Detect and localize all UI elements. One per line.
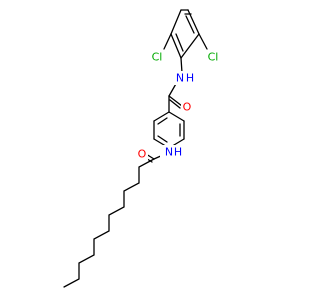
svg-text:O: O [138, 148, 147, 161]
svg-text:Cl: Cl [208, 51, 219, 64]
molecule-structure-diagram: Cl Cl N H O N H O [63, 9, 223, 288]
atom-n-top: N H [174, 71, 196, 85]
carbonyl-top [168, 95, 183, 109]
dichlorophenyl-ring [170, 9, 200, 59]
svg-text:N: N [165, 146, 173, 159]
atom-cl-left: Cl [147, 50, 167, 64]
svg-text:H: H [186, 72, 194, 85]
svg-text:O: O [183, 101, 192, 114]
atom-n-bottom: N H [160, 145, 182, 159]
atom-cl-right: Cl [203, 50, 223, 64]
svg-text:Cl: Cl [152, 51, 163, 64]
bond-cl-left [163, 33, 172, 50]
bond-cl-right [198, 33, 208, 50]
alkyl-chain [63, 158, 155, 288]
svg-text:N: N [176, 72, 184, 85]
svg-text:H: H [174, 146, 182, 159]
benzene-ring [153, 111, 185, 149]
bond-ring-n-top [180, 57, 183, 74]
atom-o-bottom: O [136, 147, 148, 161]
atom-o-top: O [181, 100, 193, 114]
